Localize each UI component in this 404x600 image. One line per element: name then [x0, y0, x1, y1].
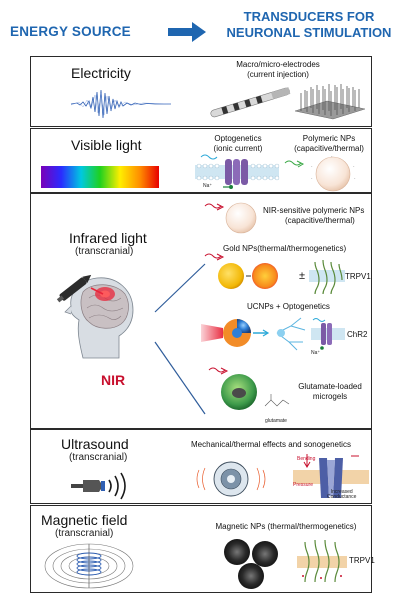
transducers-heading-line2: NEURONAL STIMULATION: [226, 25, 392, 40]
magnetic-subtitle: (transcranial): [55, 528, 114, 539]
nir-branch-lines: [154, 263, 206, 415]
magnetic-coil-field-icon: [44, 543, 134, 589]
increased-conductance-line1: Increased: [330, 489, 353, 495]
optogenetics-caption: Optogenetics (ionic current): [201, 134, 275, 153]
polymeric-nps-caption: Polymeric NPs (capacitive/thermal): [289, 134, 369, 153]
magnetic-nanoparticles-icon: [224, 539, 278, 589]
magnetic-trpv1-label: TRPV1: [349, 556, 375, 565]
plus-minus-symbol: ±: [299, 270, 306, 282]
increased-conductance-line2: Conductance: [327, 494, 357, 500]
opsin-channel-membrane-icon: [195, 154, 280, 189]
visible-light-title: Visible light: [71, 137, 142, 153]
microgel-caption-line1: Glutamate-loaded: [298, 382, 362, 391]
svg-text:-: -: [311, 175, 313, 180]
visible-spectrum-bar: [41, 166, 159, 188]
electricity-caption: Macro/micro-electrodes (current injectio…: [203, 60, 353, 79]
electricity-caption-line1: Macro/micro-electrodes: [236, 60, 320, 69]
glutamate-label: glutamate: [265, 418, 287, 424]
transducers-heading-line1: TRANSDUCERS FOR: [243, 9, 375, 24]
panel-ultrasound: Ultrasound (transcranial) Mechanical/the…: [30, 429, 372, 504]
ucnp-sodium-label: Na⁺: [311, 350, 321, 356]
mechanosensitive-channel-icon: [293, 454, 369, 498]
bending-label: Bending: [297, 456, 316, 462]
nir-polymeric-np-caption-line2: (capacitive/thermal): [285, 215, 355, 225]
microelectrode-array-icon: [294, 84, 366, 120]
ultrasound-probe-icon: [71, 472, 126, 500]
polymeric-nanoparticle-icon: ---- --: [284, 153, 356, 196]
svg-text:-: -: [353, 163, 355, 168]
gold-nps-caption: Gold NPs(thermal/thermogenetics): [223, 244, 347, 253]
nir-polymeric-np-caption: NIR-sensitive polymeric NPs (capacitive/…: [263, 206, 364, 225]
panel-infrared-light: Infrared light (transcranial) NIR NIR-se…: [30, 193, 372, 429]
ucnps-caption: UCNPs + Optogenetics: [247, 302, 330, 311]
electricity-caption-line2: (current injection): [247, 69, 309, 79]
chr2-channel-icon: [311, 318, 345, 350]
right-arrow-icon: [168, 22, 206, 42]
optogenetics-caption-line2: (ionic current): [213, 143, 263, 153]
macro-electrode-icon: [210, 87, 291, 118]
ucnp-optogenetics-icon: [201, 317, 306, 351]
nir-polymeric-np-icon: [204, 202, 257, 234]
head-brain-illustration: [56, 274, 134, 359]
electricity-title: Electricity: [71, 65, 131, 81]
header: ENERGY SOURCE TRANSDUCERS FOR NEURONAL S…: [0, 0, 404, 52]
gold-nps-icon: [204, 253, 278, 289]
panel-electricity: Electricity Macro/micro-electrodes (curr…: [30, 56, 372, 127]
chr2-label: ChR2: [347, 330, 368, 339]
neural-signal-trace-icon: [70, 89, 172, 119]
ultrasound-caption: Mechanical/thermal effects and sonogenet…: [191, 440, 351, 449]
increased-conductance-label: Increased Conductance: [327, 490, 356, 500]
nir-polymeric-np-caption-line1: NIR-sensitive polymeric NPs: [263, 206, 365, 215]
ultrasound-title: Ultrasound: [61, 436, 129, 452]
magnetic-title: Magnetic field: [41, 512, 128, 528]
pressure-label: Pressure: [293, 482, 314, 488]
panel-visible-light: Visible light Optogenetics (ionic curren…: [30, 128, 372, 196]
polymeric-nps-caption-line1: Polymeric NPs: [302, 134, 356, 143]
transducers-heading: TRANSDUCERS FOR NEURONAL STIMULATION: [216, 9, 402, 41]
polymeric-nps-caption-line2: (capacitive/thermal): [294, 143, 364, 153]
svg-text:-: -: [354, 175, 356, 180]
energy-source-heading: ENERGY SOURCE: [10, 24, 131, 39]
trpv1-channel-icon: [309, 259, 345, 295]
microgel-icon: [208, 367, 290, 410]
microgel-caption: Glutamate-loaded microgels: [295, 382, 365, 401]
microgel-caption-line2: microgels: [312, 391, 348, 401]
nir-label: NIR: [101, 372, 126, 388]
magnetic-caption: Magnetic NPs (thermal/thermogenetics): [215, 522, 357, 531]
ultrasound-subtitle: (transcranial): [69, 452, 128, 463]
panel-magnetic-field: Magnetic field (transcranial) Magnetic N…: [30, 505, 375, 593]
infrared-title: Infrared light: [69, 230, 147, 246]
trpv1-label: TRPV1: [345, 272, 371, 281]
optogenetics-caption-line1: Optogenetics: [214, 134, 262, 143]
magnetic-trpv1-channel-icon: [297, 539, 347, 583]
sodium-ion-label: Na⁺: [203, 183, 213, 189]
infrared-subtitle: (transcranial): [75, 246, 134, 257]
bubble-neuron-icon: [196, 461, 266, 497]
svg-text:-: -: [311, 163, 313, 168]
svg-text:-: -: [331, 153, 333, 158]
